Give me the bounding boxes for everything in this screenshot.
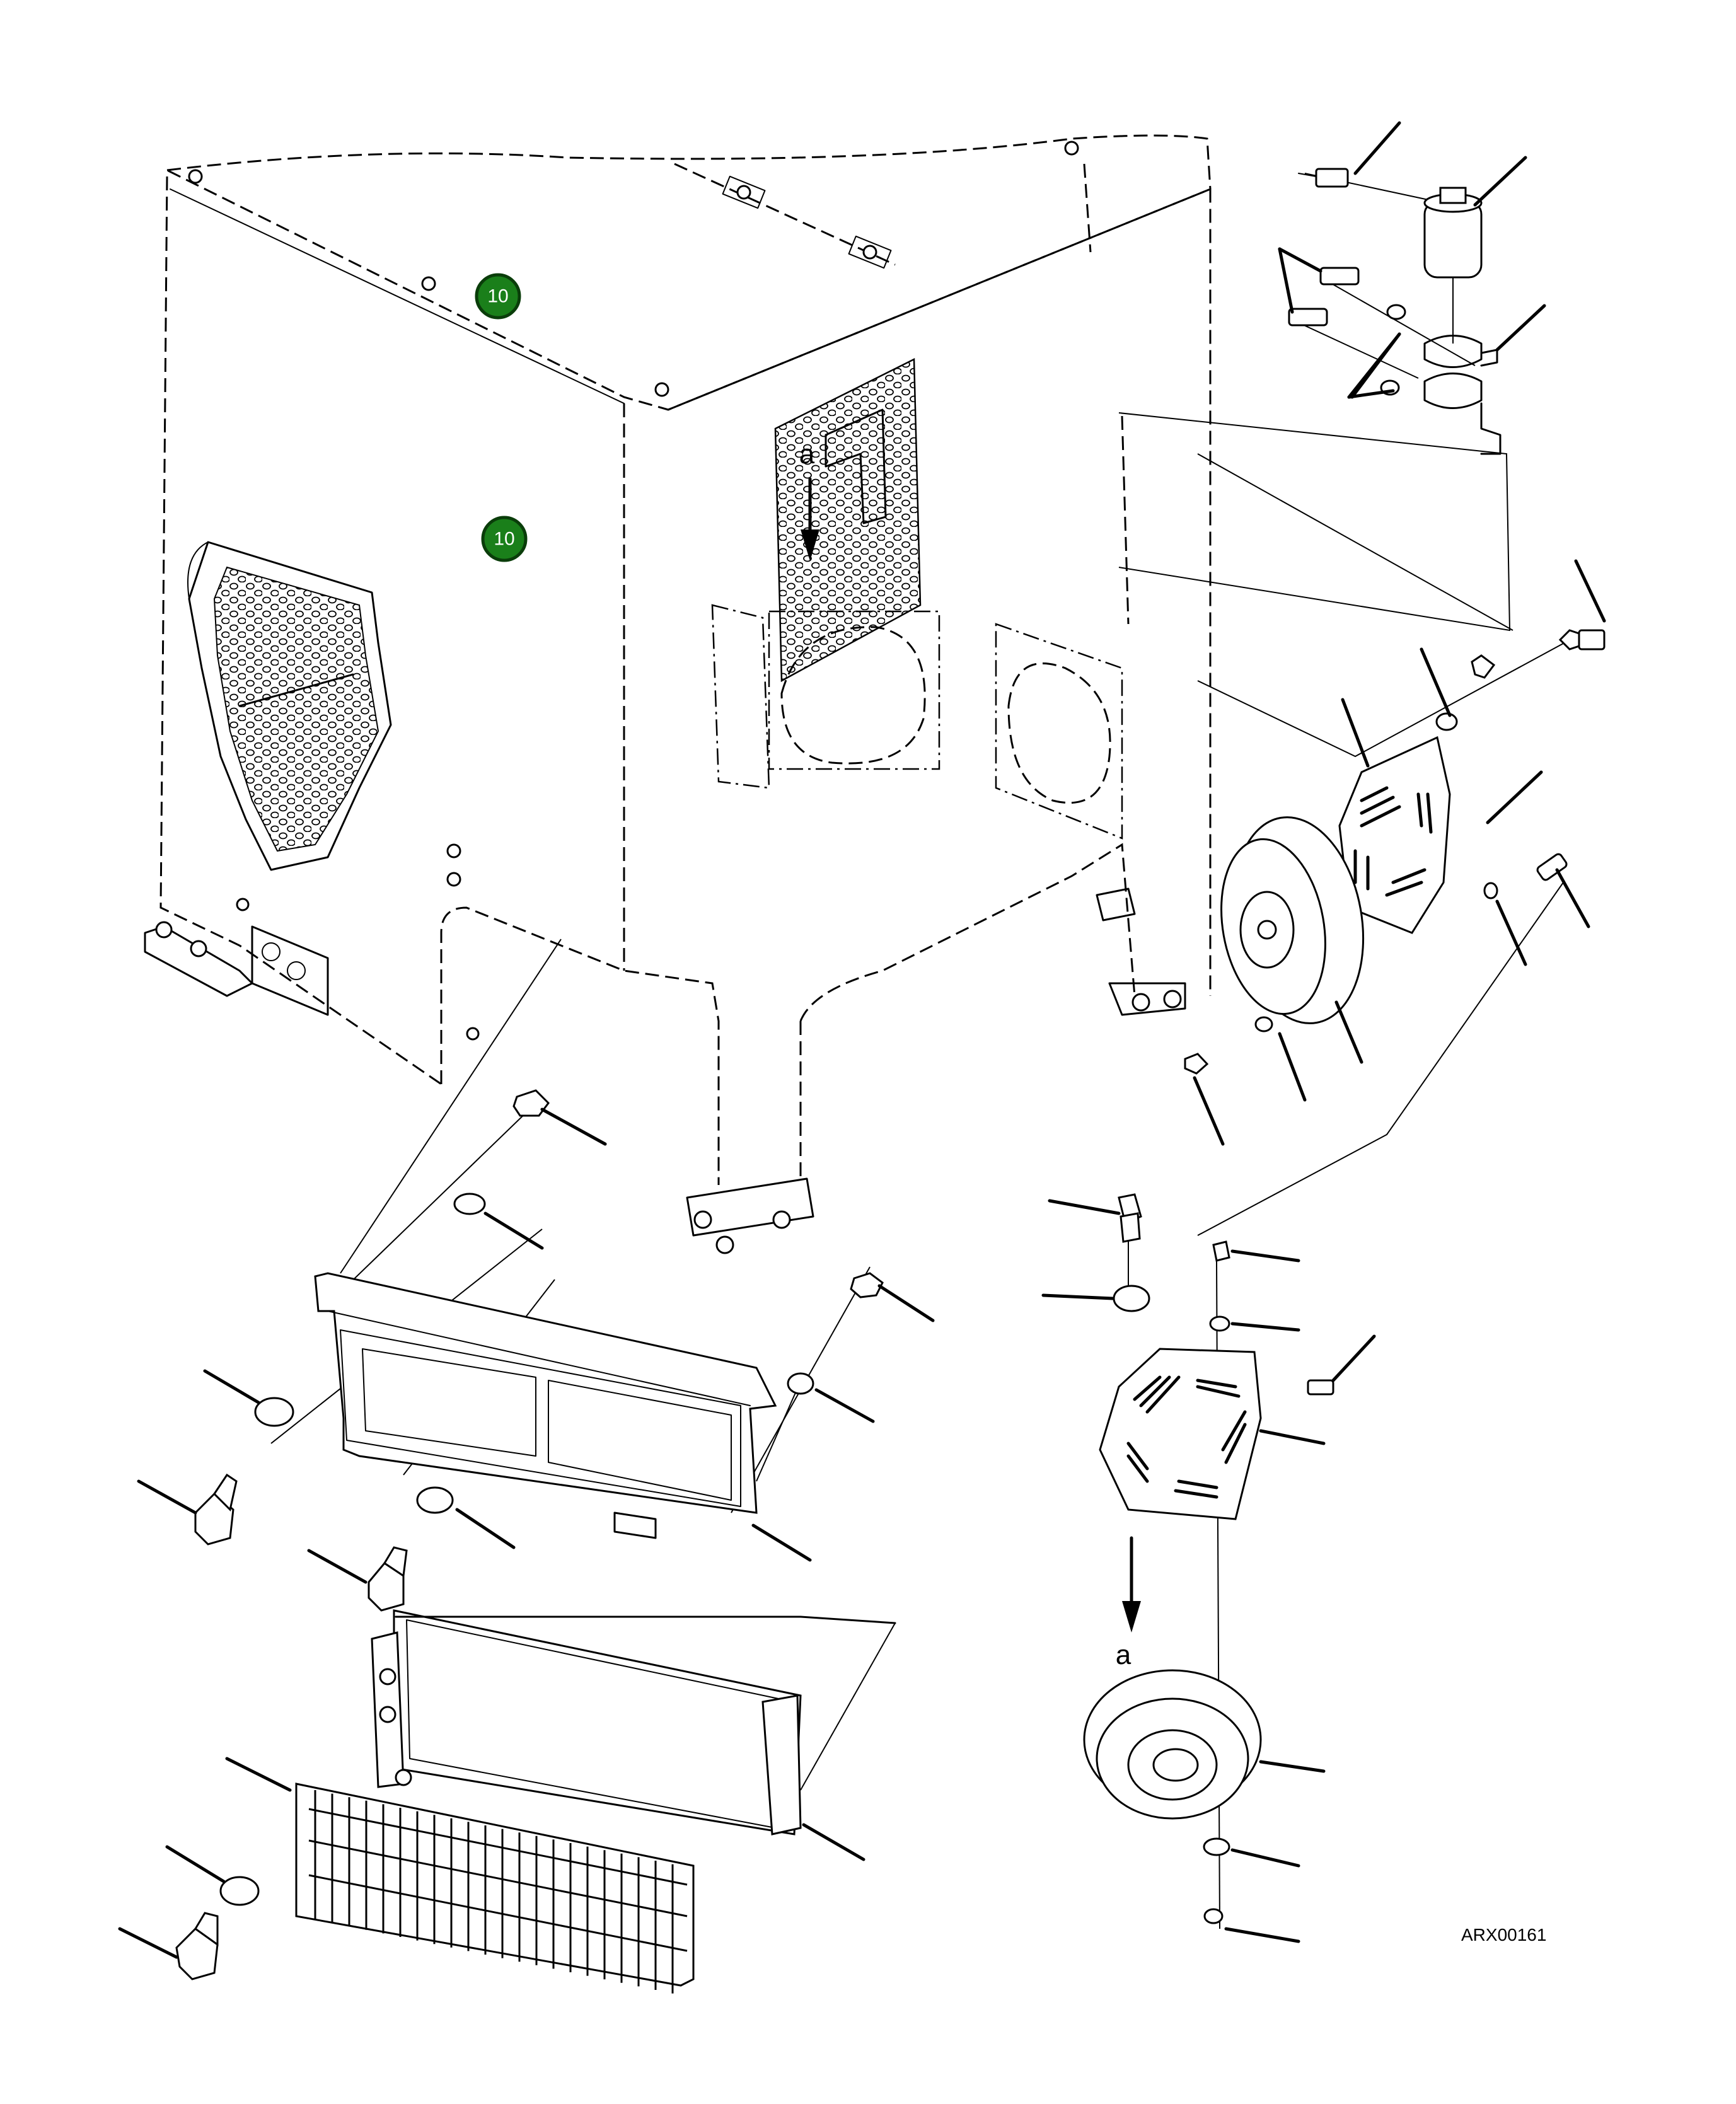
housing-assembly — [144, 134, 1212, 1254]
callout-marker-housing[interactable]: 10 — [481, 516, 528, 562]
view-letter-upper: a — [799, 439, 815, 470]
callout-label: 10 — [487, 286, 508, 307]
detail-a-fan-assembly — [801, 477, 1334, 1929]
drawing-id-label: ARX00161 — [1461, 1925, 1547, 1945]
condenser-assembly — [175, 939, 896, 1994]
leader-lines — [118, 121, 1606, 1959]
callout-label: 10 — [494, 529, 514, 550]
callout-marker-lid[interactable]: 10 — [475, 273, 521, 320]
view-letter-lower: a — [1116, 1639, 1131, 1670]
receiver-drier-group — [1118, 168, 1511, 632]
side-fan-assembly — [1184, 453, 1606, 1236]
